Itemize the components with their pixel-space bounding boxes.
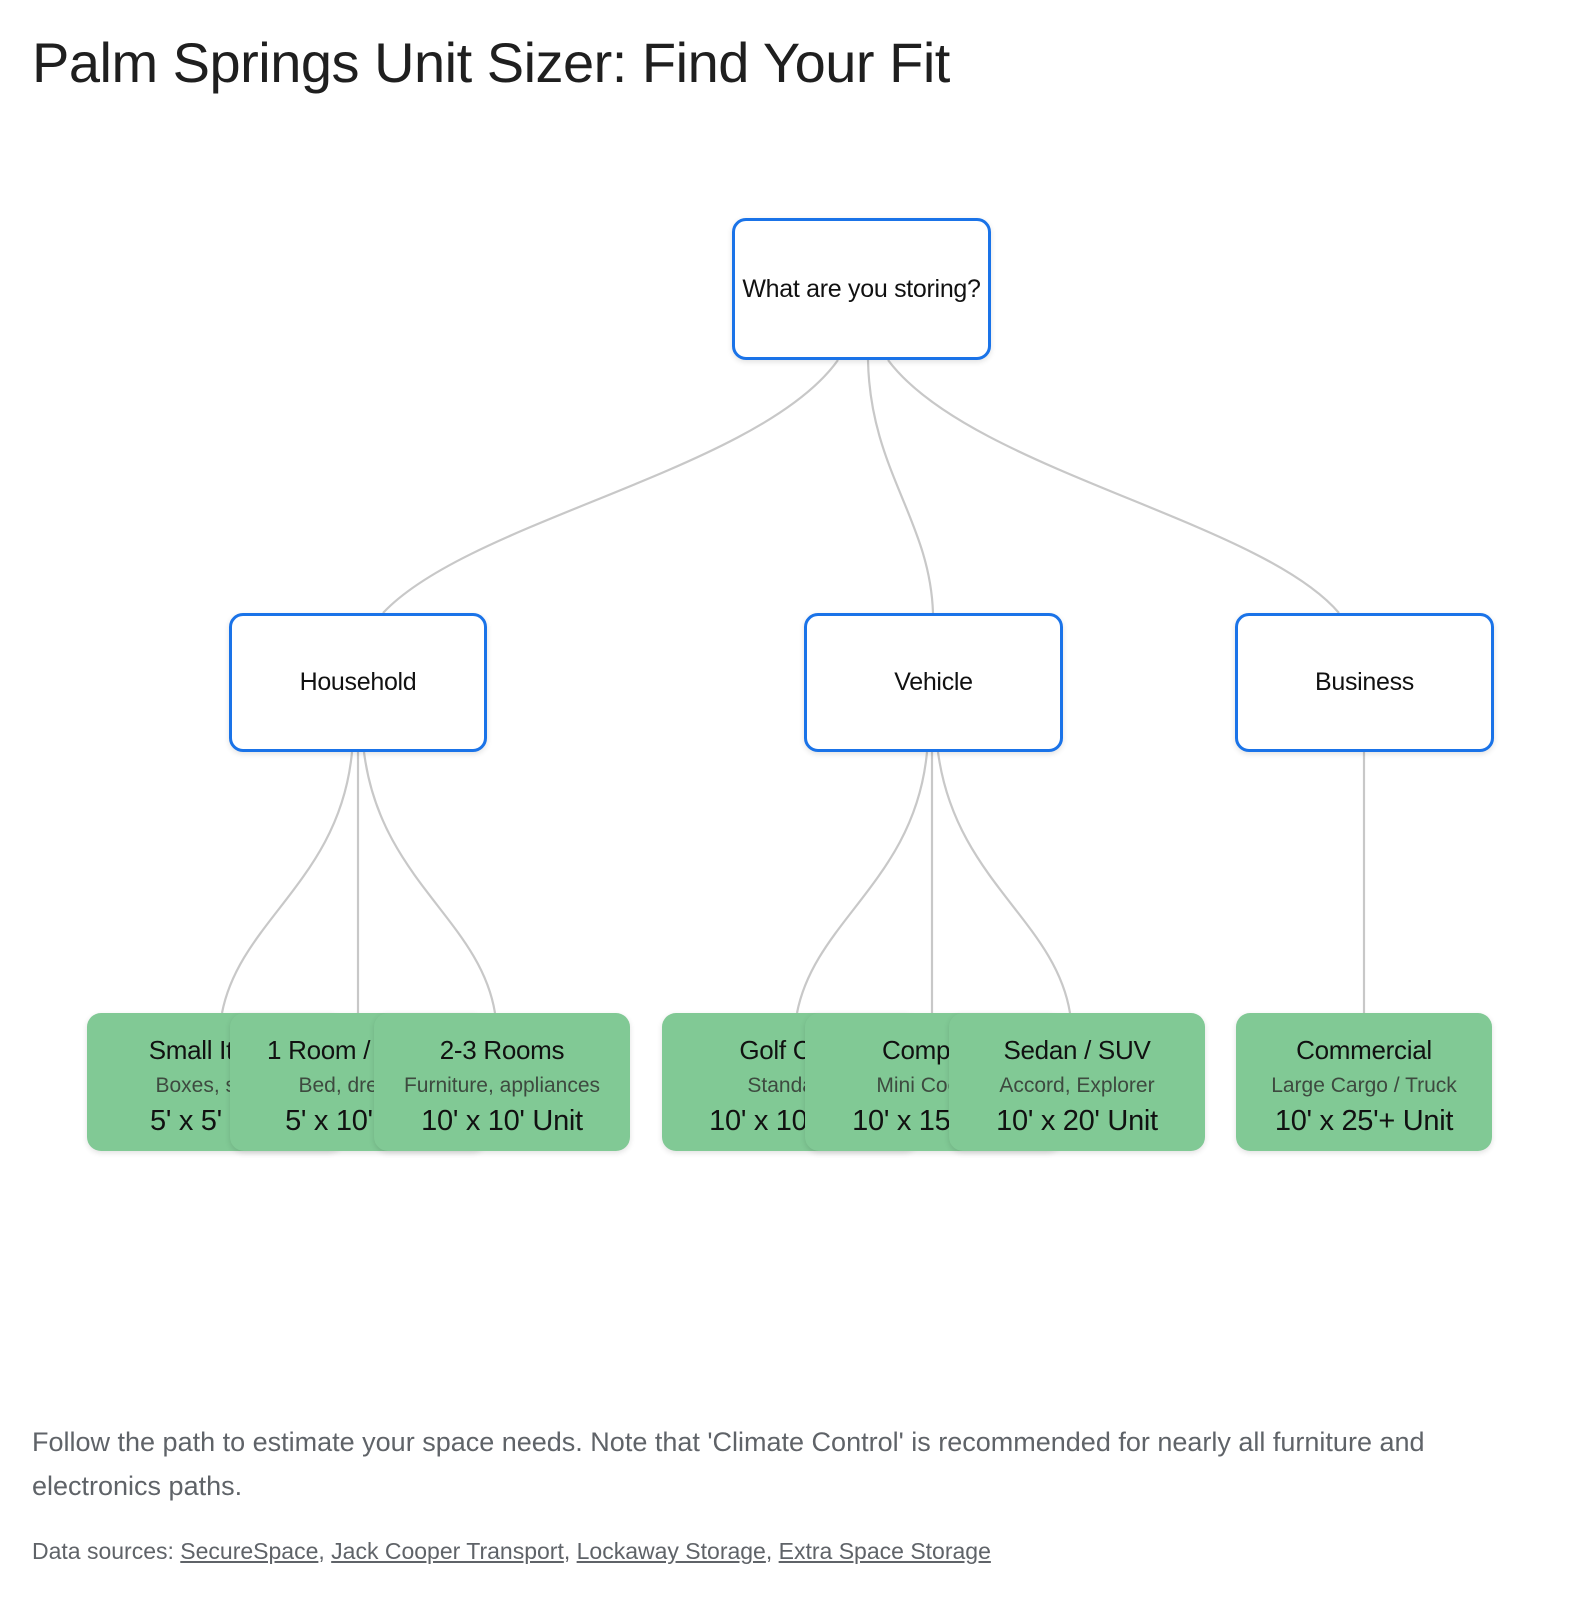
leaf-title: 2-3 Rooms	[439, 1035, 565, 1065]
leaf-unit-size: 10' x 10' Unit	[421, 1105, 583, 1137]
leaf-node-2-3-rooms[interactable]: 2-3 Rooms Furniture, appliances 10' x 10…	[374, 1013, 630, 1151]
source-link-extra-space-storage[interactable]: Extra Space Storage	[778, 1538, 991, 1564]
category-label: Household	[299, 668, 417, 696]
edge-vehicle-sedan	[936, 751, 1072, 1014]
data-sources-prefix: Data sources:	[32, 1538, 181, 1564]
edge-vehicle-golf	[795, 751, 929, 1014]
source-link-lockaway-storage[interactable]: Lockaway Storage	[576, 1538, 766, 1564]
leaf-subtitle: Large Cargo / Truck	[1271, 1074, 1457, 1097]
root-question-node[interactable]: What are you storing?	[732, 218, 991, 360]
source-link-jack-cooper-transport[interactable]: Jack Cooper Transport	[331, 1538, 564, 1564]
category-node-vehicle[interactable]: Vehicle	[804, 613, 1063, 752]
root-question-label: What are you storing?	[742, 274, 981, 303]
footnote: Follow the path to estimate your space n…	[32, 1427, 1425, 1501]
page-title: Palm Springs Unit Sizer: Find Your Fit	[32, 31, 950, 94]
leaf-subtitle: Accord, Explorer	[999, 1074, 1155, 1097]
source-link-securespace[interactable]: SecureSpace	[180, 1538, 319, 1564]
leaf-unit-size: 10' x 25'+ Unit	[1274, 1105, 1454, 1137]
edge-household-23rooms	[362, 751, 497, 1014]
leaf-subtitle: Furniture, appliances	[403, 1074, 601, 1097]
leaf-title: Sedan / SUV	[1003, 1035, 1151, 1065]
category-node-household[interactable]: Household	[229, 613, 487, 752]
leaf-node-sedan-suv[interactable]: Sedan / SUV Accord, Explorer 10' x 20' U…	[949, 1013, 1205, 1151]
edge-root-business	[887, 359, 1340, 614]
category-node-business[interactable]: Business	[1235, 613, 1494, 752]
edge-household-small	[220, 751, 354, 1014]
edge-root-household	[382, 359, 839, 614]
leaf-unit-size: 10' x 20' Unit	[996, 1105, 1158, 1137]
category-label: Business	[1314, 668, 1415, 696]
leaf-title: Commercial	[1296, 1035, 1432, 1065]
edge-root-vehicle	[866, 359, 935, 614]
data-sources: Data sources: SecureSpace, Jack Cooper T…	[32, 1538, 991, 1564]
leaf-node-commercial[interactable]: Commercial Large Cargo / Truck 10' x 25'…	[1236, 1013, 1492, 1151]
category-label: Vehicle	[894, 668, 973, 696]
